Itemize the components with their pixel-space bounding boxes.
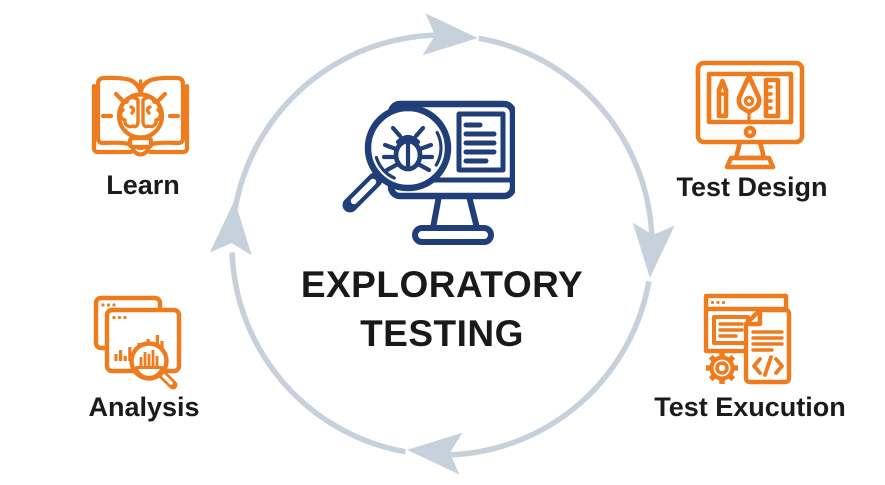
stage-analysis: [88, 293, 193, 398]
stage-label-test-exucution: Test Exucution: [654, 392, 846, 422]
arrow-top-icon: [422, 13, 478, 56]
stage-label-learn: Learn: [106, 170, 180, 200]
stage-label-test-design: Test Design: [676, 172, 828, 202]
bug-magnifier-monitor-icon: [342, 100, 515, 245]
code-execution-window-icon: [703, 293, 792, 385]
design-monitor-icon: [695, 60, 805, 170]
arrow-left-icon: [209, 200, 252, 256]
diagram-title: EXPLORATORY TESTING: [301, 260, 583, 358]
stage-label-analysis: Analysis: [88, 392, 200, 422]
stage-test-exucution: [700, 292, 800, 392]
diagram-title-line1: EXPLORATORY: [300, 264, 584, 305]
book-brain-lightbulb-icon: [91, 75, 190, 157]
cycle-arrowheads: [209, 13, 675, 475]
stage-learn: [85, 50, 200, 165]
arrow-bottom-icon: [407, 432, 463, 475]
arrow-right-icon: [632, 222, 675, 278]
stage-test-design: [695, 60, 805, 172]
analytics-magnifier-window-icon: [93, 295, 182, 390]
diagram-title-line2: TESTING: [360, 313, 524, 354]
